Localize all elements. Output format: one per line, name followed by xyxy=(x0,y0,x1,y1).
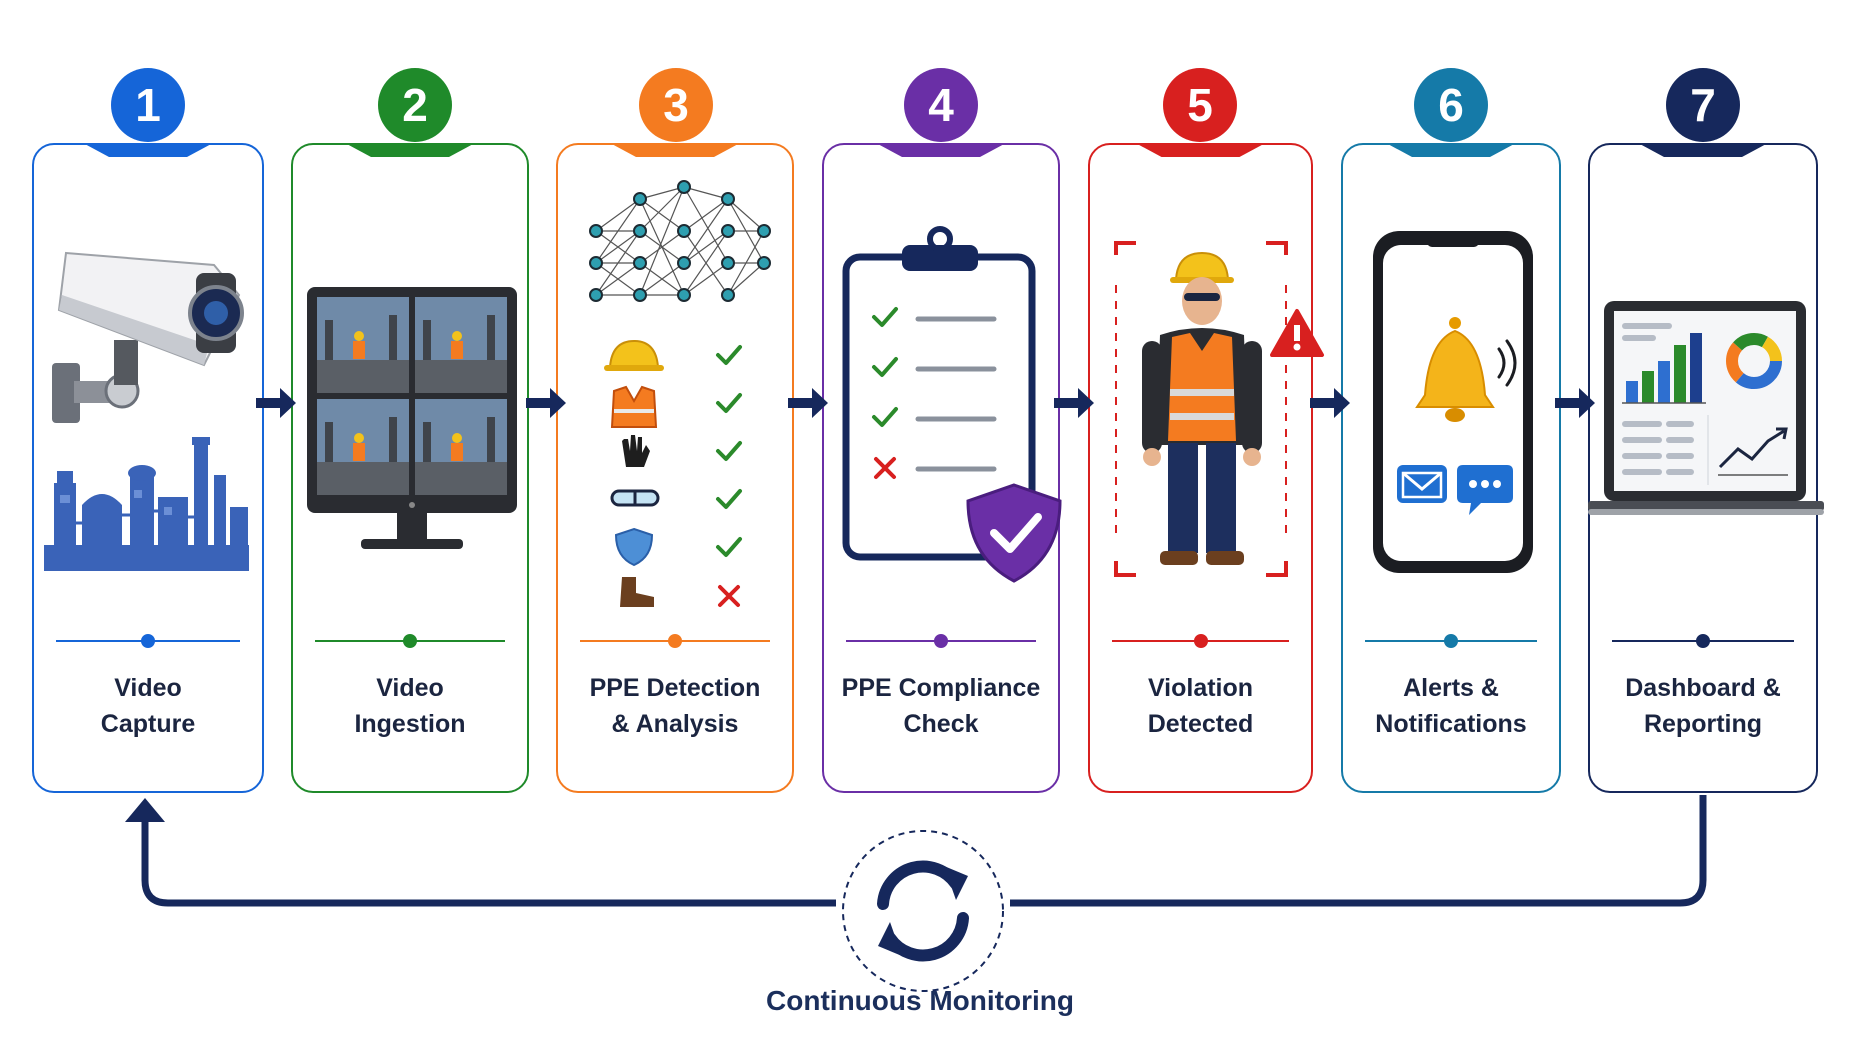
step-label: Violation Detected xyxy=(1096,670,1305,742)
card-tab xyxy=(876,143,1006,157)
card-divider-dot xyxy=(1696,634,1710,648)
step-card-video-ingestion: Video Ingestion xyxy=(291,143,529,793)
video-monitor-wall-icon xyxy=(307,287,517,549)
card-divider-dot xyxy=(934,634,948,648)
step-number-badge-3: 3 xyxy=(639,68,713,142)
flow-arrow-6-7 xyxy=(1555,388,1595,418)
step-number-badge-6: 6 xyxy=(1414,68,1488,142)
step-label-line-2: Detected xyxy=(1147,710,1254,738)
step-card-ppe-compliance: PPE Compliance Check xyxy=(822,143,1062,793)
step-label-line-1: Violation xyxy=(1147,674,1254,702)
step-label-line-1: PPE Compliance xyxy=(841,674,1041,702)
card-divider-dot xyxy=(141,634,155,648)
factory-skyline-icon xyxy=(44,437,249,571)
cctv-camera-icon xyxy=(52,251,244,423)
step-label-line-1: PPE Detection xyxy=(589,674,761,702)
step-label-line-1: Alerts & xyxy=(1403,674,1499,702)
step-card-video-capture: Video Capture xyxy=(32,143,264,793)
step-label-line-1: Video xyxy=(114,674,182,702)
continuous-monitoring-label: Continuous Monitoring xyxy=(766,985,1074,1016)
ppe-checklist-icons xyxy=(604,339,742,607)
warning-alert-icon xyxy=(1270,309,1324,357)
step-label: Video Capture xyxy=(40,670,256,742)
card-tab xyxy=(1386,143,1516,157)
step-number-badge-2: 2 xyxy=(378,68,452,142)
card-tab xyxy=(610,143,740,157)
flow-arrow-5-6 xyxy=(1310,388,1350,418)
card-divider-dot xyxy=(403,634,417,648)
card-tab xyxy=(1638,143,1768,157)
chat-bubble-icon xyxy=(1457,465,1513,515)
step-label-line-2: & Analysis xyxy=(611,710,739,738)
step-card-violation-detected: Violation Detected xyxy=(1088,143,1324,793)
step-number-badge-5: 5 xyxy=(1163,68,1237,142)
step-label-line-1: Video xyxy=(376,674,444,702)
step-label-line-2: Ingestion xyxy=(354,710,466,738)
step-label: PPE Detection & Analysis xyxy=(564,670,786,742)
flow-arrow-1-2 xyxy=(256,388,296,418)
card-divider-dot xyxy=(1193,634,1208,648)
card-tab xyxy=(345,143,475,157)
step-label-line-2: Capture xyxy=(100,710,196,738)
step-label: Alerts & Notifications xyxy=(1349,670,1553,742)
card-divider-dot xyxy=(668,634,682,648)
step-label-line-1: Dashboard & xyxy=(1625,674,1781,702)
laptop-dashboard-icon xyxy=(1588,301,1824,515)
card-divider-dot xyxy=(1444,634,1458,648)
neural-network-icon xyxy=(589,180,771,302)
bell-icon xyxy=(1415,317,1517,422)
step-label-line-2: Reporting xyxy=(1643,710,1763,738)
step-label: Video Ingestion xyxy=(299,670,521,742)
step-number-badge-4: 4 xyxy=(904,68,978,142)
verified-shield-icon xyxy=(966,483,1062,583)
email-icon xyxy=(1397,465,1447,503)
step-label: PPE Compliance Check xyxy=(830,670,1052,742)
flow-arrow-4-5 xyxy=(1054,388,1094,418)
step-number-badge-7: 7 xyxy=(1666,68,1740,142)
card-tab xyxy=(1135,143,1266,157)
flow-arrow-2-3 xyxy=(526,388,566,418)
step-label: Dashboard & Reporting xyxy=(1596,670,1810,742)
clipboard-checklist-icon xyxy=(842,226,1036,561)
step-card-dashboard: Dashboard & Reporting xyxy=(1588,143,1824,793)
step-number-badge-1: 1 xyxy=(111,68,185,142)
card-tab xyxy=(83,143,213,157)
refresh-cycle-icon xyxy=(842,830,1004,992)
step-card-ppe-detection: PPE Detection & Analysis xyxy=(556,143,794,793)
worker-detection-icon xyxy=(1114,241,1288,577)
step-card-alerts: Alerts & Notifications xyxy=(1341,143,1561,793)
step-label-line-2: Notifications xyxy=(1375,710,1527,738)
flow-arrow-3-4 xyxy=(788,388,828,418)
step-label-line-2: Check xyxy=(903,710,979,738)
